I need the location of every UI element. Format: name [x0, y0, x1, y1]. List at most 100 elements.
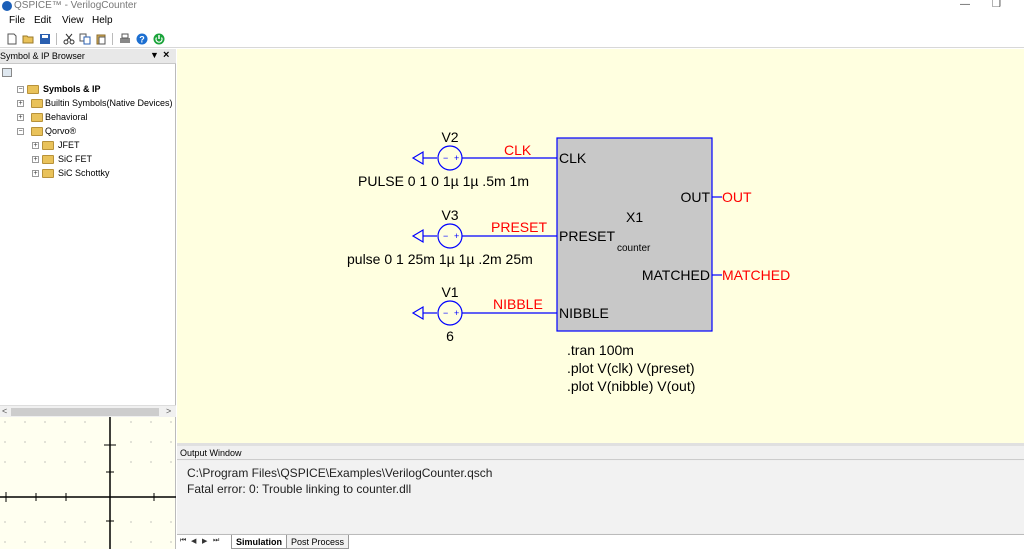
- menu-bar: File Edit View Help: [0, 13, 1024, 30]
- new-file-icon[interactable]: [6, 33, 18, 45]
- folder-icon: [42, 169, 54, 178]
- minimize-icon[interactable]: —: [960, 0, 970, 10]
- symbol-preview: [0, 417, 176, 549]
- tree-item-label: JFET: [58, 140, 80, 150]
- folder-icon: [42, 155, 54, 164]
- menu-file[interactable]: File: [9, 15, 26, 26]
- collapse-icon[interactable]: −: [17, 86, 24, 93]
- folder-icon: [27, 85, 39, 94]
- save-icon[interactable]: [39, 33, 51, 45]
- net-label-clk: CLK: [504, 142, 532, 158]
- source-value: pulse 0 1 25m 1µ 1µ .2m 25m: [347, 251, 533, 267]
- restore-icon[interactable]: ❐: [992, 0, 1001, 10]
- directive-plot-1[interactable]: .plot V(clk) V(preset): [567, 360, 695, 376]
- folder-icon: [31, 99, 43, 108]
- tree-item-label: Behavioral: [45, 112, 88, 122]
- pin-clk: CLK: [559, 150, 587, 166]
- output-text-area[interactable]: C:\Program Files\QSPICE\Examples\Verilog…: [177, 461, 1024, 533]
- last-tab-icon[interactable]: ⏭: [213, 537, 220, 544]
- source-v3[interactable]: − + V3 pulse 0 1 25m 1µ 1µ .2m 25m PRESE…: [347, 207, 557, 267]
- expand-icon[interactable]: +: [32, 142, 39, 149]
- tab-post-process[interactable]: Post Process: [286, 535, 350, 549]
- tree-item-label: Qorvo®: [45, 126, 77, 136]
- net-label-nibble: NIBBLE: [493, 296, 543, 312]
- pin-nibble: NIBBLE: [559, 305, 609, 321]
- source-value: PULSE 0 1 0 1µ 1µ .5m 1m: [358, 173, 529, 189]
- svg-text:?: ?: [139, 35, 145, 45]
- source-v1[interactable]: − + V1 6 NIBBLE: [411, 284, 557, 344]
- qspice-app-icon: [2, 1, 12, 11]
- output-line: Fatal error: 0: Trouble linking to count…: [187, 482, 412, 496]
- prev-tab-icon[interactable]: ◀: [191, 538, 197, 545]
- directive-tran[interactable]: .tran 100m: [567, 342, 634, 358]
- cut-icon[interactable]: [63, 33, 75, 45]
- pin-matched: MATCHED: [642, 267, 710, 283]
- source-value: 6: [446, 328, 454, 344]
- title-bar: QSPICE™ - VerilogCounter — ❐: [0, 0, 1024, 13]
- menu-edit[interactable]: Edit: [34, 15, 52, 26]
- source-v2[interactable]: − + V2 PULSE 0 1 0 1µ 1µ .5m 1m CLK: [358, 129, 557, 189]
- scrollbar-thumb[interactable]: [11, 408, 159, 416]
- schematic-canvas[interactable]: − + V2 PULSE 0 1 0 1µ 1µ .5m 1m CLK − + …: [177, 49, 1024, 443]
- svg-text:−: −: [443, 231, 448, 241]
- first-tab-icon[interactable]: ⏮: [180, 537, 187, 544]
- schematic-drawing[interactable]: − + V2 PULSE 0 1 0 1µ 1µ .5m 1m CLK − + …: [177, 49, 1024, 443]
- source-name: V3: [441, 207, 458, 223]
- window-title: QSPICE™ - VerilogCounter: [14, 0, 137, 11]
- menu-help[interactable]: Help: [92, 15, 113, 26]
- symbol-ip-browser-panel: Symbol & IP Browser ▼ × − Symbols & IP +…: [0, 49, 176, 417]
- toolbar: ?: [0, 30, 1024, 48]
- folder-icon: [31, 127, 43, 136]
- tree-item-label: Symbols & IP: [43, 84, 101, 94]
- directive-plot-2[interactable]: .plot V(nibble) V(out): [567, 378, 695, 394]
- net-label-out: OUT: [722, 189, 752, 205]
- panel-close-icon[interactable]: ×: [163, 49, 170, 61]
- tree-item-label: SiC FET: [58, 154, 93, 164]
- scroll-left-icon[interactable]: <: [2, 406, 8, 416]
- power-icon[interactable]: [153, 33, 165, 45]
- expand-icon[interactable]: +: [17, 114, 24, 121]
- browser-horizontal-scrollbar[interactable]: < >: [0, 405, 176, 417]
- svg-text:+: +: [454, 231, 459, 241]
- tree-item-label: SiC Schottky: [58, 168, 110, 178]
- source-name: V2: [441, 129, 458, 145]
- print-icon[interactable]: [119, 33, 131, 45]
- browser-tool-icon[interactable]: [2, 68, 12, 77]
- expand-icon[interactable]: +: [17, 100, 24, 107]
- output-window-title: Output Window: [177, 446, 1024, 460]
- counter-block[interactable]: CLK PRESET NIBBLE OUT MATCHED X1 counter: [556, 137, 713, 332]
- ground-arrow-icon: [411, 228, 424, 244]
- next-tab-icon[interactable]: ▶: [202, 538, 208, 545]
- expand-icon[interactable]: +: [32, 170, 39, 177]
- ground-arrow-icon: [411, 150, 424, 166]
- tab-simulation[interactable]: Simulation: [231, 535, 288, 549]
- svg-text:−: −: [443, 153, 448, 163]
- output-line: C:\Program Files\QSPICE\Examples\Verilog…: [187, 466, 493, 480]
- net-label-matched: MATCHED: [722, 267, 790, 283]
- browser-header: Symbol & IP Browser ▼ ×: [0, 49, 176, 64]
- expand-icon[interactable]: +: [32, 156, 39, 163]
- help-icon[interactable]: ?: [136, 33, 148, 45]
- output-tab-bar: ⏮ ◀ ▶ ⏭ Simulation Post Process: [177, 534, 1024, 549]
- open-folder-icon[interactable]: [22, 33, 34, 45]
- svg-text:−: −: [443, 308, 448, 318]
- panel-dropdown-icon[interactable]: ▼: [150, 50, 159, 60]
- source-name: V1: [441, 284, 458, 300]
- ground-arrow-icon: [411, 305, 424, 321]
- net-label-preset: PRESET: [491, 219, 547, 235]
- browser-title: Symbol & IP Browser: [0, 51, 85, 61]
- pin-out: OUT: [680, 189, 710, 205]
- collapse-icon[interactable]: −: [17, 128, 24, 135]
- menu-view[interactable]: View: [62, 15, 84, 26]
- output-window: Output Window C:\Program Files\QSPICE\Ex…: [177, 446, 1024, 549]
- svg-text:+: +: [454, 153, 459, 163]
- folder-icon: [31, 113, 43, 122]
- panel-splitter[interactable]: [177, 443, 1024, 446]
- scroll-right-icon[interactable]: >: [166, 406, 172, 416]
- preview-grid: [0, 417, 176, 549]
- copy-icon[interactable]: [79, 33, 91, 45]
- paste-icon[interactable]: [95, 33, 107, 45]
- svg-text:+: +: [454, 308, 459, 318]
- block-body: [556, 137, 713, 332]
- instance-name: X1: [626, 209, 643, 225]
